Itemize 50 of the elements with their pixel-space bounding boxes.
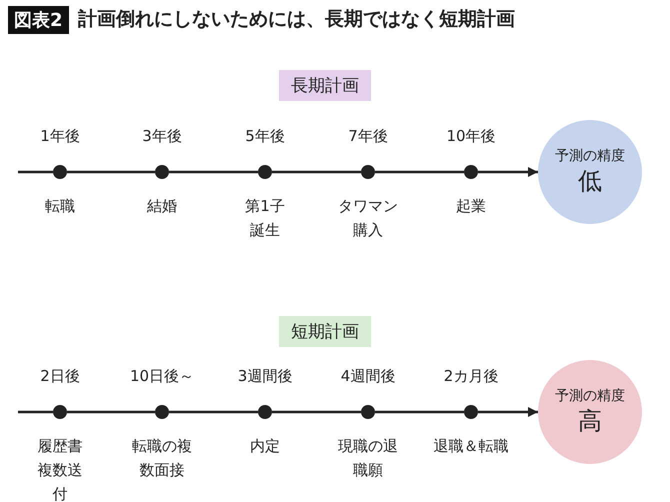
plan-heading: 長期計画 bbox=[279, 70, 371, 101]
timeline-arrow bbox=[478, 167, 538, 177]
event-label: 転職 bbox=[45, 196, 75, 217]
accuracy-level: 高 bbox=[578, 406, 602, 437]
event-label: 現職の退職願 bbox=[337, 436, 399, 481]
event-label: 起業 bbox=[456, 196, 486, 217]
timeline-line bbox=[272, 170, 361, 174]
event-label: 履歴書複数送付 bbox=[36, 436, 84, 502]
timeline-dot bbox=[361, 165, 375, 179]
timeline-dot bbox=[464, 405, 478, 419]
time-label: 3年後 bbox=[142, 127, 182, 146]
accuracy-level: 低 bbox=[578, 166, 602, 197]
timeline-dot bbox=[53, 405, 67, 419]
event-label: 退職＆転職 bbox=[434, 436, 508, 457]
timeline-line bbox=[67, 170, 155, 174]
accuracy-caption: 予測の精度 bbox=[555, 147, 625, 165]
timeline-line bbox=[67, 410, 155, 414]
timeline-dot bbox=[155, 165, 169, 179]
time-label: 2カ月後 bbox=[444, 367, 498, 386]
title: 計画倒れにしないためには、長期ではなく短期計画 bbox=[78, 7, 515, 32]
timeline-line bbox=[272, 410, 361, 414]
timeline-line bbox=[169, 170, 258, 174]
event-label: 内定 bbox=[250, 436, 280, 457]
timeline-dot bbox=[155, 405, 169, 419]
timeline-line bbox=[18, 410, 53, 414]
timeline-arrow bbox=[478, 407, 538, 417]
time-label: 2日後 bbox=[40, 367, 80, 386]
time-label: 4週間後 bbox=[340, 367, 396, 386]
time-label: 10日後～ bbox=[130, 367, 194, 386]
timeline-line bbox=[375, 170, 464, 174]
time-label: 1年後 bbox=[40, 127, 80, 146]
figure-badge: 図表2 bbox=[8, 6, 69, 34]
time-label: 5年後 bbox=[245, 127, 285, 146]
accuracy-caption: 予測の精度 bbox=[555, 387, 625, 405]
timeline-dot bbox=[53, 165, 67, 179]
event-label: 第1子誕生 bbox=[244, 196, 286, 241]
event-label: タワマン購入 bbox=[337, 196, 399, 241]
timeline-line bbox=[375, 410, 464, 414]
time-label: 3週間後 bbox=[238, 367, 292, 386]
timeline-dot bbox=[464, 165, 478, 179]
timeline-line bbox=[18, 170, 53, 174]
time-label: 7年後 bbox=[348, 127, 388, 146]
timeline-dot bbox=[258, 405, 272, 419]
time-label: 10年後 bbox=[446, 127, 496, 146]
timeline-dot bbox=[361, 405, 375, 419]
timeline-dot bbox=[258, 165, 272, 179]
timeline-line bbox=[169, 410, 258, 414]
event-label: 結婚 bbox=[147, 196, 177, 217]
event-label: 転職の複数面接 bbox=[131, 436, 193, 481]
plan-heading: 短期計画 bbox=[279, 316, 371, 347]
